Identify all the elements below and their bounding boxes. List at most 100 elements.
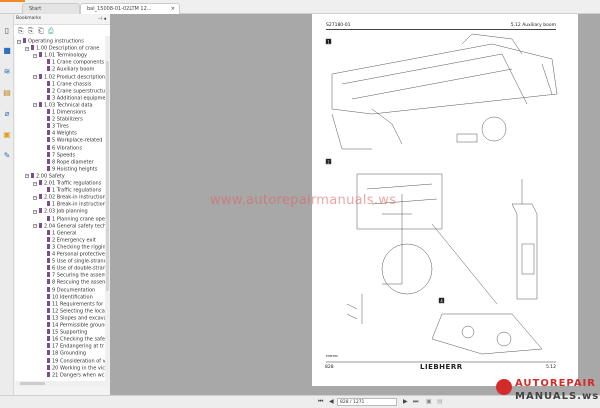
next-page-button[interactable]: ▶: [403, 398, 408, 405]
expand-bookmark-icon[interactable]: ⎘: [18, 27, 24, 35]
bookmark-item[interactable]: −2.01 Traffic regulations: [33, 180, 101, 187]
bookmark-item[interactable]: 16 Checking the safe: [41, 336, 105, 343]
bookmarks-title: Bookmarks: [16, 16, 42, 21]
bookmarks-scrollbar-vertical[interactable]: [105, 36, 110, 381]
document-viewer[interactable]: S27180-01 5.12 Auxiliary boom: [110, 14, 600, 395]
lock-icon[interactable]: ▣: [3, 130, 11, 139]
comments-icon[interactable]: ▤: [3, 88, 11, 97]
bookmark-item[interactable]: 9 Hoisting heights: [41, 165, 97, 173]
bookmark-item[interactable]: −1.02 Product description: [33, 73, 105, 81]
bookmark-item[interactable]: 1 Break-in instructions: [41, 201, 105, 208]
bookmark-item[interactable]: 4 Personal protective: [41, 251, 105, 258]
bookmark-item[interactable]: 13 Slopes and excava: [41, 314, 105, 322]
bookmark-item[interactable]: 11 Requirements for: [41, 300, 104, 308]
bookmark-label: 2 Auxiliary boom: [52, 66, 95, 73]
first-page-button[interactable]: ⏮: [318, 398, 324, 405]
bookmark-item[interactable]: 10 Identification: [41, 293, 93, 301]
bookmark-item[interactable]: 8 Rope diameter: [41, 158, 94, 166]
find-bookmark-icon[interactable]: ⎙: [48, 27, 54, 35]
bookmark-item[interactable]: 17 Endangering at tr: [41, 343, 104, 350]
bookmark-item[interactable]: 6 Vibrations: [41, 144, 82, 152]
signature-icon[interactable]: ✎: [3, 151, 11, 160]
bookmark-item[interactable]: 20 Working in the vic: [41, 364, 105, 372]
bookmark-item[interactable]: −2.03 Job planning: [33, 208, 88, 215]
bookmark-item[interactable]: 18 Grounding: [41, 350, 86, 357]
bookmarks-scrollbar-horizontal[interactable]: [15, 381, 110, 387]
tab-document[interactable]: bal_15008-01-02LTM 12...×: [80, 3, 180, 14]
bookmark-item[interactable]: 4 Weights: [41, 130, 77, 137]
bookmark-label: 4 Personal protective: [52, 251, 105, 258]
bookmark-item[interactable]: 1 Crane chassis: [41, 80, 91, 88]
bookmark-item[interactable]: 2 Auxiliary boom: [41, 66, 94, 73]
page-number-input[interactable]: 828 / 1271: [337, 398, 397, 406]
bookmark-item[interactable]: 1 Planning crane ope: [41, 215, 105, 223]
bookmark-item[interactable]: 2 Emergency exit: [41, 236, 96, 244]
bookmark-label: 11 Requirements for: [52, 301, 104, 308]
bookmark-item[interactable]: −2.00 Safety: [25, 172, 65, 180]
panel-controls[interactable]: ⊣ ◂: [97, 16, 106, 22]
bookmark-icon: [47, 215, 50, 221]
bookmark-label: 1.01 Terminology: [44, 52, 88, 59]
bookmark-item[interactable]: 7 Speeds: [41, 151, 75, 159]
tab-start[interactable]: Start: [22, 3, 80, 14]
bookmark-icon: [47, 151, 50, 157]
bookmark-item[interactable]: 12 Selecting the loca: [41, 307, 105, 315]
bookmark-item[interactable]: 3 Checking the riggin: [41, 243, 105, 251]
bookmark-item[interactable]: 21 Dangers when wc: [41, 371, 104, 379]
bookmark-item[interactable]: 8 Rescuing the assem: [41, 279, 105, 286]
attachments-icon[interactable]: ⌀: [4, 109, 10, 118]
scrollbar-thumb[interactable]: [20, 382, 45, 385]
bookmark-item[interactable]: −1.00 Description of crane: [25, 45, 99, 52]
bookmark-item[interactable]: − 1.01 Terminology: [33, 52, 87, 59]
bookmark-item[interactable]: −2.02 Break-in instructions: [33, 194, 105, 201]
bookmark-item[interactable]: 2 Crane superstructure: [41, 87, 105, 95]
previous-page-button[interactable]: ◀: [329, 398, 334, 405]
bookmark-item[interactable]: −2.04 General safety tech: [33, 222, 105, 230]
collapse-toggle-icon[interactable]: −: [33, 224, 37, 229]
scrollbar-thumb[interactable]: [106, 61, 109, 291]
bookmark-item[interactable]: −Operating instructions: [17, 38, 84, 45]
single-page-view-icon[interactable]: ▣: [426, 398, 432, 405]
collapse-toggle-icon[interactable]: −: [25, 46, 29, 51]
collapse-toggle-icon[interactable]: −: [33, 53, 37, 58]
pages-icon[interactable]: ■: [3, 46, 11, 55]
bookmark-item[interactable]: 3 Additional equipment: [41, 94, 105, 102]
add-bookmark-icon[interactable]: ⎗: [38, 27, 44, 35]
bookmark-item[interactable]: −1.03 Technical data: [33, 101, 93, 109]
collapse-toggle-icon[interactable]: −: [33, 103, 37, 108]
bookmark-icon: [39, 52, 42, 58]
bookmark-icon: [39, 101, 42, 107]
bookmark-item[interactable]: 5 Workplace-related: [41, 137, 102, 144]
collapse-toggle-icon[interactable]: −: [33, 75, 37, 79]
bookmark-item[interactable]: 1 Crane components: [41, 59, 104, 66]
bookmark-icon: [47, 258, 50, 264]
collapse-bookmark-icon[interactable]: ⎘: [28, 27, 34, 35]
bookmark-item[interactable]: 5 Use of single-stranc: [41, 258, 105, 265]
bookmark-item[interactable]: 6 Use of double-stran: [41, 265, 105, 272]
bookmark-item[interactable]: 1 Traffic regulations: [41, 187, 101, 194]
tab-label: Start: [29, 6, 42, 12]
close-tab-icon[interactable]: ×: [170, 6, 175, 12]
app-menu-button[interactable]: [0, 0, 25, 2]
bookmark-icon: [47, 286, 50, 292]
collapse-toggle-icon[interactable]: −: [33, 195, 37, 200]
collapse-toggle-icon[interactable]: −: [25, 174, 29, 179]
bookmark-item[interactable]: 1 General: [41, 229, 76, 237]
bookmark-item[interactable]: 2 Stabilizers: [41, 116, 83, 123]
bookmark-item[interactable]: 3 Tires: [41, 123, 69, 130]
bookmark-item[interactable]: 1 Dimensions: [41, 109, 86, 116]
bookmark-icon: [47, 300, 50, 306]
collapse-toggle-icon[interactable]: −: [33, 209, 37, 214]
bookmark-icon: [47, 329, 50, 335]
bookmark-item[interactable]: 7 Securing the assem: [41, 272, 105, 279]
page-thumbnail-icon[interactable]: ▯: [4, 26, 10, 35]
bookmark-item[interactable]: 9 Documentation: [41, 286, 95, 294]
bookmark-item[interactable]: 14 Permissible grounc: [41, 322, 105, 329]
collapse-toggle-icon[interactable]: −: [33, 181, 37, 186]
continuous-view-icon[interactable]: ▤: [437, 398, 443, 405]
collapse-toggle-icon[interactable]: −: [17, 39, 21, 44]
bookmark-item[interactable]: 15 Supporting: [41, 329, 87, 336]
layers-icon[interactable]: ≋: [3, 67, 11, 76]
last-page-button[interactable]: ⏭: [413, 398, 419, 405]
bookmark-item[interactable]: 19 Consideration of v: [41, 357, 105, 365]
